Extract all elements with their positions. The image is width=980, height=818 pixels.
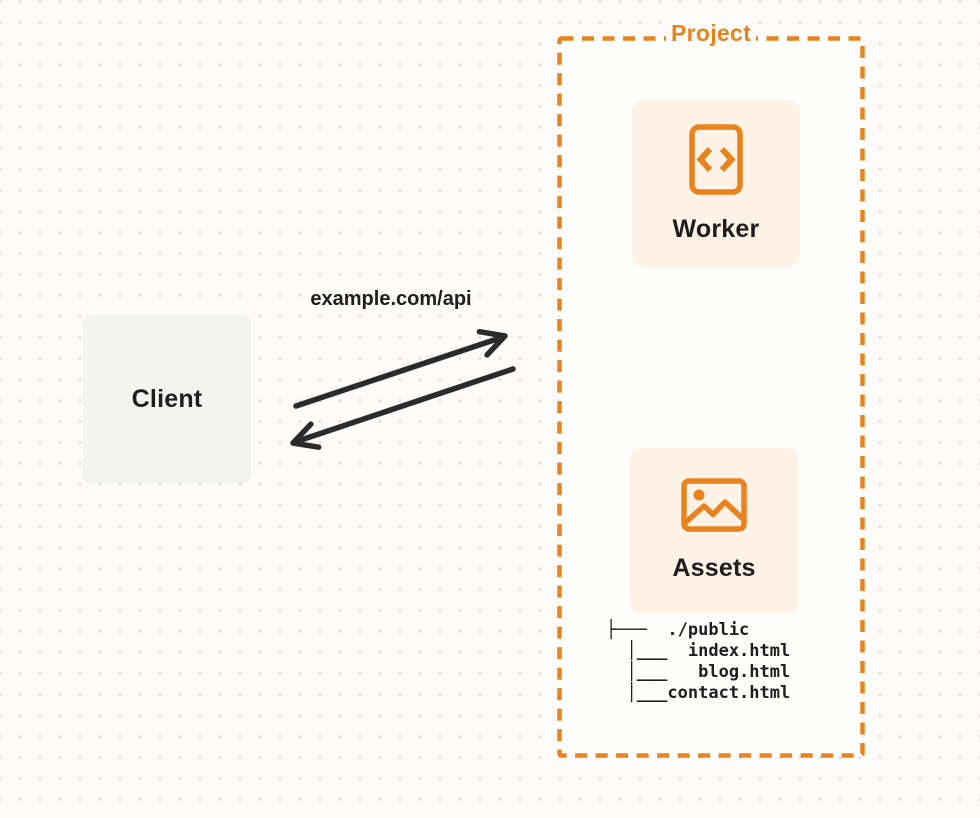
assets-label: Assets <box>672 554 756 582</box>
image-icon <box>681 478 747 532</box>
project-group-title: Project <box>559 20 863 47</box>
response-arrow <box>290 366 516 450</box>
request-arrowhead-icon <box>476 328 508 358</box>
tree-line-index: │___ index.html <box>606 641 791 661</box>
response-arrowhead-icon <box>290 421 322 450</box>
request-arrow <box>293 328 508 409</box>
assets-node: Assets <box>630 448 798 613</box>
code-brackets-icon <box>689 123 743 195</box>
tree-line-blog: │___ blog.html <box>606 662 791 682</box>
tree-line-public: ├─── ./public <box>606 620 750 640</box>
worker-label: Worker <box>672 214 760 243</box>
request-url-label: example.com/api <box>310 288 472 310</box>
client-label: Client <box>131 384 203 413</box>
worker-node: Worker <box>632 100 800 267</box>
assets-file-tree: ├─── ./public │___ index.html │___ blog.… <box>606 620 790 704</box>
tree-line-contact: │___contact.html <box>606 683 791 703</box>
client-node: Client <box>83 315 251 483</box>
project-label: Project <box>665 20 757 47</box>
